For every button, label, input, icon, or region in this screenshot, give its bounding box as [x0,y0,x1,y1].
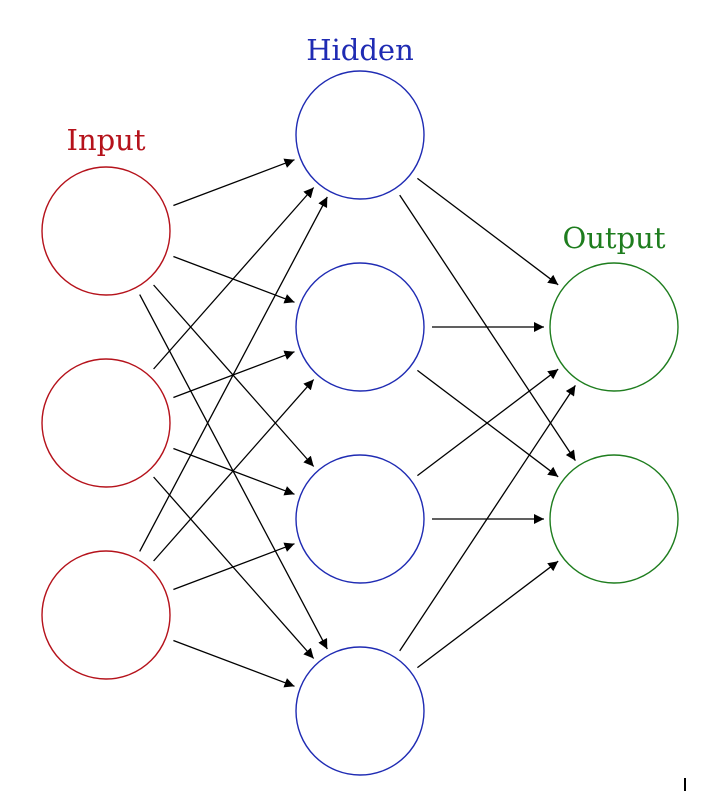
connections [139,158,576,688]
hidden-layer-label: Hidden [306,33,414,67]
connection-arrow [399,385,576,652]
input-node-2 [41,358,171,488]
connection-arrow [417,369,559,478]
output-layer-label: Output [562,221,665,255]
connection-arrow [139,196,328,552]
input-node-1 [41,166,171,296]
hidden-node-1 [295,70,425,200]
connection-arrow [153,284,315,467]
connection-arrow [153,476,315,659]
hidden-node-4 [295,646,425,776]
output-node-2 [549,454,679,584]
connection-arrow [173,639,295,688]
hidden-node-3 [295,454,425,584]
connection-arrow [173,158,295,207]
connection-arrow [399,194,576,461]
output-node-1 [549,262,679,392]
connection-arrow [153,379,315,562]
connection-arrow [153,187,315,370]
input-layer-label: Input [66,123,145,157]
connection-arrow [173,255,295,304]
connection-arrow [417,177,559,286]
neurons [41,70,679,776]
connection-arrow [417,368,559,477]
connection-arrow [173,447,295,496]
hidden-node-2 [295,262,425,392]
connection-arrow [173,542,295,591]
edge-mark [684,778,686,791]
connection-arrow [417,560,559,669]
input-node-3 [41,550,171,680]
